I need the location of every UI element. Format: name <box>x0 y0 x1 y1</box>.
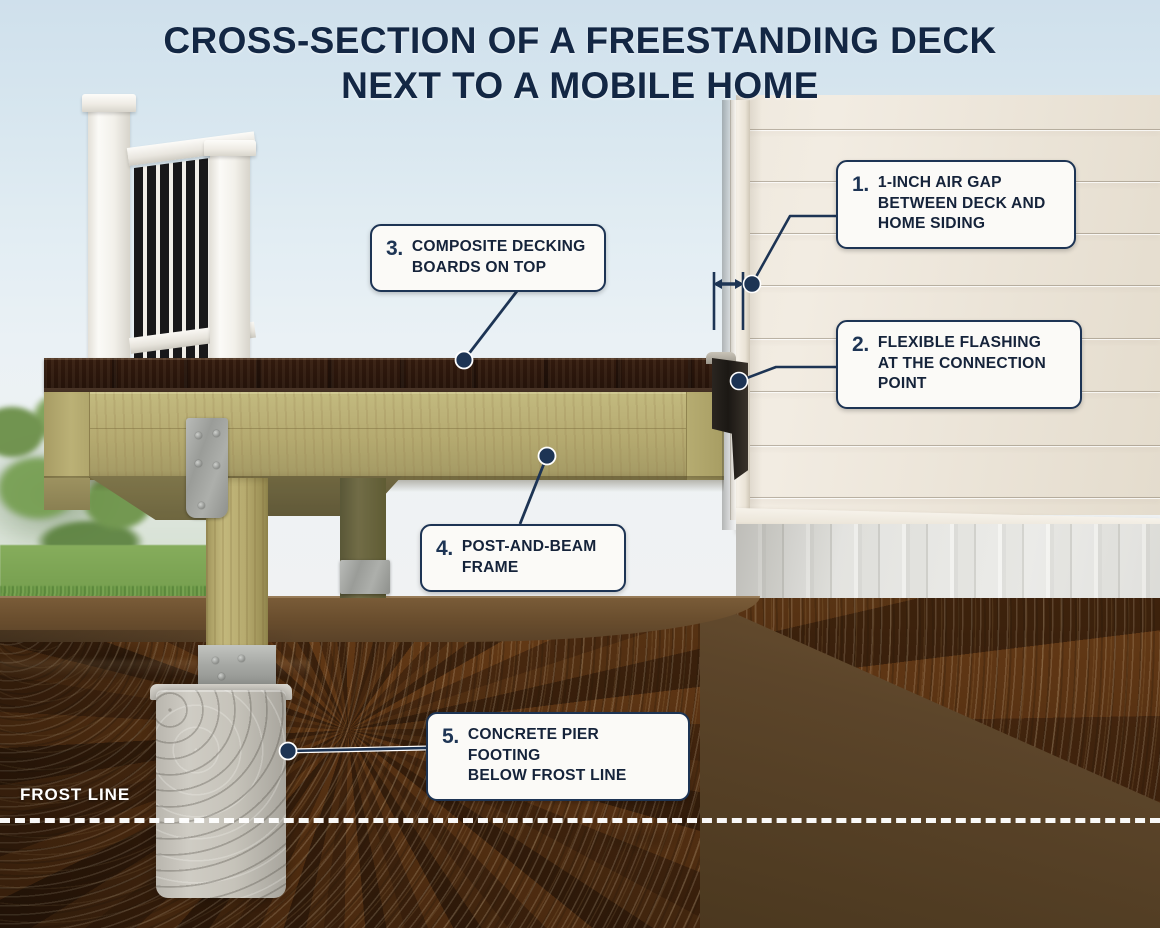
callout-footing[interactable]: 5. CONCRETE PIER FOOTING BELOW FROST LIN… <box>426 712 690 802</box>
callout-decking[interactable]: 3. COMPOSITE DECKING BOARDS ON TOP <box>370 224 606 293</box>
joist-tail <box>44 478 90 510</box>
railing-post-left <box>88 108 130 366</box>
galvanized-post-base <box>198 645 276 689</box>
frost-line-dashed <box>0 818 1160 823</box>
deck-board-edge <box>44 388 724 394</box>
callout-number: 4. <box>436 537 453 560</box>
callout-text: POST-AND-BEAM FRAME <box>461 538 597 576</box>
leader-dot-4 <box>537 446 557 466</box>
leader-line-4 <box>518 455 549 525</box>
post-to-beam-bracket <box>186 418 228 518</box>
composite-deck-boards <box>44 358 724 392</box>
callout-text: 1-INCH AIR GAP BETWEEN DECK AND HOME SID… <box>877 174 1046 233</box>
pressure-treated-rim-beam <box>44 392 724 480</box>
callout-text: CONCRETE PIER FOOTING BELOW FROST LINE <box>467 726 627 785</box>
callout-flashing[interactable]: 2. FLEXIBLE FLASHING AT THE CONNECTION P… <box>836 320 1082 410</box>
callout-frame[interactable]: 4. POST-AND-BEAM FRAME <box>420 524 626 593</box>
railing-post-cap-right <box>204 140 256 156</box>
leader-dot-3 <box>454 350 474 370</box>
beam-left-end <box>44 392 90 480</box>
leader-line-3 <box>462 281 526 361</box>
callout-text: FLEXIBLE FLASHING AT THE CONNECTION POIN… <box>877 334 1046 393</box>
callout-number: 1. <box>852 173 869 196</box>
railing-post-right <box>210 152 250 364</box>
callout-number: 3. <box>386 237 403 260</box>
deck-board-grain <box>44 358 724 392</box>
callout-air-gap[interactable]: 1. 1-INCH AIR GAP BETWEEN DECK AND HOME … <box>836 160 1076 250</box>
leader-dot-5 <box>278 741 298 761</box>
leader-line-2 <box>738 365 836 383</box>
page-title: CROSS-SECTION OF A FREESTANDING DECK NEX… <box>163 20 997 107</box>
leader-dot-1 <box>742 274 762 294</box>
beam-seam-line <box>44 428 724 429</box>
concrete-pier-footing <box>156 690 286 898</box>
frost-line-label: FROST LINE <box>20 785 131 804</box>
leader-dot-2 <box>729 371 749 391</box>
callout-text: COMPOSITE DECKING BOARDS ON TOP <box>411 238 586 276</box>
callout-number: 2. <box>852 333 869 356</box>
railing-post-cap-left <box>82 94 136 112</box>
leader-line-1 <box>750 214 836 285</box>
air-gap-dimension-arrow <box>712 272 745 330</box>
callout-number: 5. <box>442 725 459 748</box>
post-base-bracket-background <box>340 560 390 594</box>
